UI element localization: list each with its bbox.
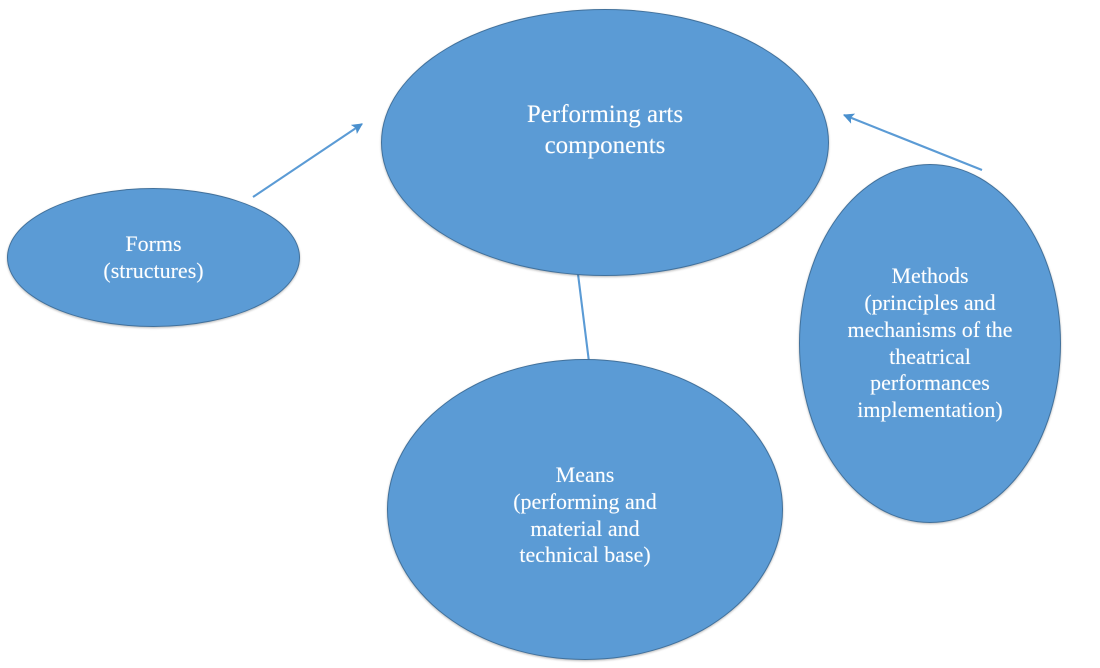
connector-methods-to-center [842, 113, 983, 171]
node-performing-arts-components[interactable]: Performing arts components [381, 9, 829, 276]
node-methods-principles-mechanisms[interactable]: Methods (principles and mechanisms of th… [799, 164, 1061, 523]
node-label-performing-arts-components: Performing arts components [526, 101, 684, 159]
node-label-forms-structures: Forms (structures) [103, 230, 204, 283]
node-label-methods-principles-mechanisms: Methods (principles and mechanisms of th… [847, 263, 1013, 423]
node-forms-structures[interactable]: Forms (structures) [7, 188, 300, 327]
connector-forms-to-center [252, 123, 363, 198]
node-means-performing-material-technical-base[interactable]: Means (performing and material and techn… [387, 359, 783, 660]
node-label-means-performing-material-technical-base: Means (performing and material and techn… [513, 461, 657, 568]
connector-center-to-means [576, 273, 591, 363]
